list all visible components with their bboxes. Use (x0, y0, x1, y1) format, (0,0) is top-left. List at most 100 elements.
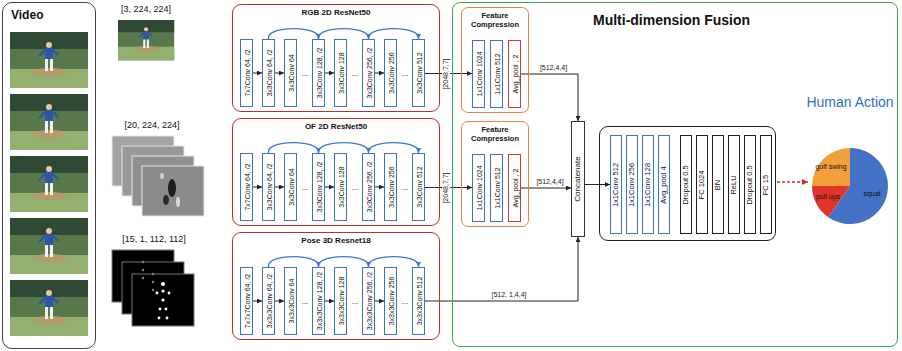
layer-label: Dropout 0.5 (746, 165, 754, 204)
layer-label: BN (714, 179, 722, 189)
ellipsis: ... (402, 183, 409, 192)
layer-box: 3x3Conv 64 (284, 39, 297, 107)
layer-label: ReLU (730, 175, 738, 194)
video-panel: Video (2, 2, 96, 349)
layer-box: 3x3Conv 512 (412, 39, 425, 107)
layer-box: 3x3Conv 128 (334, 153, 347, 221)
layer-box: Avg_pool , 2 (508, 40, 521, 108)
layer-box: 3x3x3Conv 64, /2 (262, 267, 275, 335)
skip-connection (319, 143, 369, 153)
flow-arrow (275, 187, 284, 188)
layer-label: 1x1Conv 512 (612, 162, 620, 206)
layer-label: FC 15 (762, 174, 770, 194)
layer-label: 3x3Conv 512 (415, 166, 422, 207)
layer-box: 3x3x3Conv 256 (384, 267, 397, 335)
concat-box: Concatenate (571, 121, 585, 237)
layer-label: 3x3x3Conv 256, /2 (365, 272, 372, 330)
layer-box: 3x3Conv 256 (384, 153, 397, 221)
layer-box: 3x3Conv 64 (284, 153, 297, 221)
layer-box: 1x1Conv 128 (642, 135, 654, 234)
compression-box: 1x1Conv 1024 1x1Conv 512 Avg_pool , 2 Featu… (461, 7, 529, 113)
pie-label: squat (863, 190, 880, 198)
tensor-shape: [2048,7,7] (442, 171, 450, 204)
ellipsis: ... (352, 183, 359, 192)
compression-box: 1x1Conv 1024 1x1Conv 512 Avg_pool , 2 Featu… (461, 121, 529, 227)
layer-label: 3x3Conv 128, /2 (315, 162, 322, 213)
layer-label: 3x3x3Conv 256 (387, 277, 394, 326)
ellipsis: ... (352, 297, 359, 306)
pie-label: golf swing (815, 163, 846, 171)
layer-label: 3x3Conv 256, /2 (365, 162, 372, 213)
box-title: Feature Compression (462, 122, 528, 143)
tensor-shape: [512,4,4] (539, 64, 568, 72)
layer-box: 3x3x3Conv 128, /2 (312, 267, 325, 335)
layer-label: 3x3Conv 64 (287, 168, 294, 205)
layer-box: 3x3x3Conv 512 (412, 267, 425, 335)
layer-box: 3x3Conv 128, /2 (312, 153, 325, 221)
layer-box: Avg_pool , 2 (508, 154, 521, 222)
layer-box: 3x3x3Conv 128 (334, 267, 347, 335)
pie-slice (812, 186, 850, 217)
tensor-shape: [15, 1, 112, 112] (122, 235, 186, 245)
layer-box: 3x3Conv 64, /2 (262, 39, 275, 107)
layer-box: Dropout 0.5 (680, 135, 692, 234)
layer-box: Avg_pool 4 (658, 135, 670, 234)
layer-box: 3x3x3Conv 64 (284, 267, 297, 335)
box-title: Multi-dimension Fusion (453, 3, 897, 29)
layer-label: 1x1Conv 256 (628, 162, 636, 206)
flow-arrow (253, 187, 262, 188)
layer-label: 7x7Conv 64, /2 (243, 163, 250, 210)
flow-arrow (375, 187, 384, 188)
layer-label: 3x3Conv 128 (337, 52, 344, 93)
layer-box: 3x3Conv 256 (384, 39, 397, 107)
flow-arrow (325, 301, 334, 302)
layer-box: Dropout 0.5 (744, 135, 756, 234)
layer-box: 1x1Conv 1024 (472, 154, 485, 222)
ellipsis: ... (352, 69, 359, 78)
layer-label: 1x1Conv 512 (493, 167, 500, 208)
layer-box: 3x3Conv 256, /2 (362, 153, 375, 221)
layer-box: 3x3Conv 128 (334, 39, 347, 107)
skip-connection (369, 29, 419, 39)
network-box: 7x7x7Conv 64, /2 3x3x3Conv 64, /2 3x3x3Con… (232, 232, 440, 340)
layer-label: 3x3x3Conv 128 (337, 277, 344, 326)
ellipsis: ... (402, 297, 409, 306)
pie-slice (812, 148, 850, 186)
rgb-thumbnail (118, 20, 174, 60)
layer-label: 3x3Conv 256, /2 (365, 48, 372, 99)
tensor-shape: [512, 1,4,4] (490, 291, 527, 299)
layer-label: Avg_pool 4 (660, 166, 668, 203)
network-box: 7x7Conv 64, /2 3x3Conv 64, /2 3x3Conv 64 3x… (232, 118, 440, 226)
layer-label: Avg_pool , 2 (511, 55, 518, 94)
flow-arrow (275, 73, 284, 74)
optical-flow-stack (112, 136, 204, 216)
ellipsis: ... (302, 183, 309, 192)
tensor-shape: [3, 224, 224] (121, 5, 171, 15)
layer-label: Dropout 0.5 (682, 165, 690, 204)
layer-label: 3x3Conv 64 (287, 54, 294, 91)
pie-label: pull ups (816, 193, 840, 201)
flow-arrow (325, 187, 334, 188)
tensor-shape: [2048,7,7] (442, 57, 450, 90)
layer-label: 1x1Conv 1024 (475, 165, 482, 210)
layer-label: 3x3Conv 64, /2 (265, 163, 272, 210)
tensor-shape: [20, 224, 224] (124, 121, 179, 131)
box-title: Feature Compression (462, 8, 528, 29)
flow-arrow (253, 73, 262, 74)
box-title: Pose 3D Resnet18 (233, 233, 439, 246)
output-arrow (777, 181, 808, 183)
layer-label: FC 1024 (698, 170, 706, 199)
layer-label: 1x1Conv 1024 (475, 51, 482, 96)
layer-label: 7x7x7Conv 64, /2 (243, 274, 250, 328)
layer-box: FC 1024 (696, 135, 708, 234)
layer-box: 1x1Conv 256 (626, 135, 638, 234)
layer-box: 3x3Conv 128, /2 (312, 39, 325, 107)
skip-connection (369, 257, 419, 267)
layer-label: 7x7Conv 64, /2 (243, 49, 250, 96)
layer-label: Concatenate (574, 156, 582, 201)
pose-stack (112, 250, 194, 326)
tensor-shape: [512,4,4] (535, 178, 564, 186)
skip-connection (269, 143, 319, 153)
layer-box: FC 15 (760, 135, 772, 234)
layer-box: 1x1Conv 512 (490, 40, 503, 108)
